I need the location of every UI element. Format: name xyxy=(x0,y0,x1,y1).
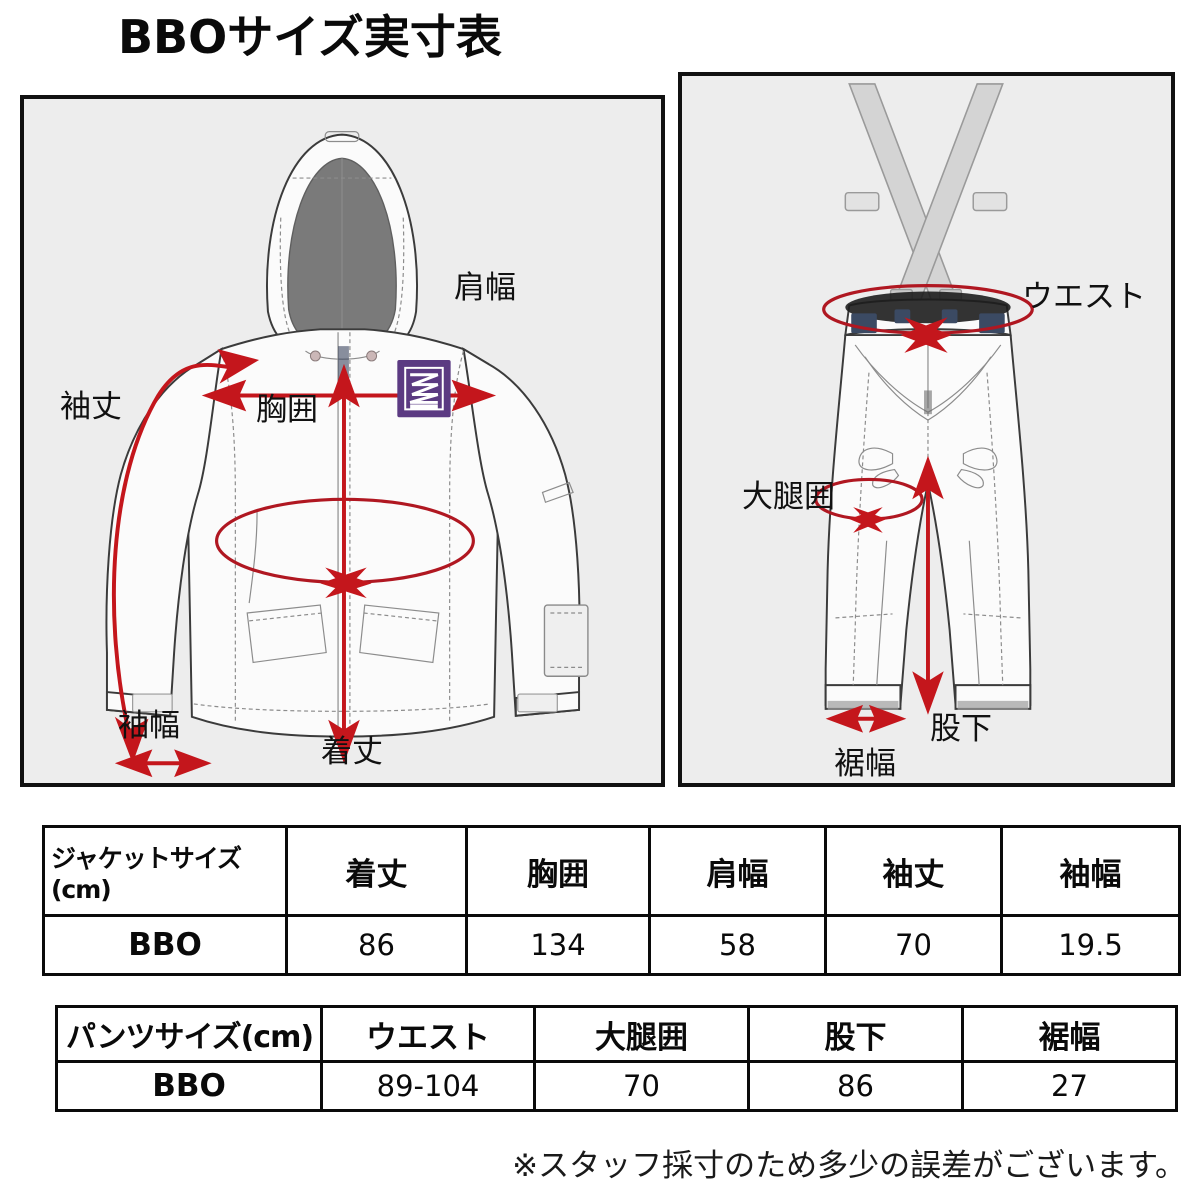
jacket-size-table: ジャケットサイズ(cm) 着丈 胸囲 肩幅 袖丈 袖幅 BBO 86 134 5… xyxy=(42,825,1181,976)
pants-header-size: パンツサイズ(cm) xyxy=(55,1005,323,1063)
label-thigh: 大腿囲 xyxy=(742,479,835,515)
label-sleeve-length: 袖丈 xyxy=(60,389,122,425)
sleeve-width-arrow xyxy=(114,749,212,778)
table-row: BBO 86 134 58 70 19.5 xyxy=(42,914,1181,976)
measurement-disclaimer: ※スタッフ採寸のため多少の誤差がございます。 xyxy=(512,1148,1186,1184)
jacket-header-sleeve-length: 袖丈 xyxy=(824,825,1003,917)
body-length-arrow xyxy=(328,363,360,764)
jacket-header-body-length: 着丈 xyxy=(285,825,468,917)
label-hem-width: 裾幅 xyxy=(834,746,896,782)
inseam-arrow xyxy=(912,455,944,715)
jacket-value-shoulder: 58 xyxy=(648,914,827,976)
jacket-value-sleeve-width: 19.5 xyxy=(1000,914,1181,976)
jacket-value-body-length: 86 xyxy=(285,914,468,976)
hem-width-arrow xyxy=(825,704,907,733)
jacket-header-size: ジャケットサイズ(cm) xyxy=(42,825,288,917)
label-sleeve-width: 袖幅 xyxy=(118,708,180,744)
pants-header-thigh: 大腿囲 xyxy=(533,1005,750,1063)
pants-value-hem-width: 27 xyxy=(961,1060,1178,1112)
label-chest: 胸囲 xyxy=(256,392,318,428)
pants-body xyxy=(824,291,1032,710)
pants-row-size: BBO xyxy=(55,1060,323,1112)
pants-header-inseam: 股下 xyxy=(747,1005,964,1063)
thigh-circumference-ellipse xyxy=(814,477,924,533)
label-inseam: 股下 xyxy=(930,711,992,747)
label-body-length: 着丈 xyxy=(321,734,383,770)
jacket-diagram-svg: x xyxy=(105,131,589,778)
pants-table-header-row: パンツサイズ(cm) ウエスト 大腿囲 股下 裾幅 xyxy=(55,1005,1178,1063)
table-row: BBO 89-104 70 86 27 xyxy=(55,1060,1178,1112)
jacket-table-header-row: ジャケットサイズ(cm) 着丈 胸囲 肩幅 袖丈 袖幅 xyxy=(42,825,1181,917)
jacket-header-chest: 胸囲 xyxy=(465,825,651,917)
pants-header-waist: ウエスト xyxy=(320,1005,536,1063)
pants-value-thigh: 70 xyxy=(533,1060,750,1112)
brand-logo-patch xyxy=(397,359,451,418)
jacket-diagram-panel: x 肩幅 袖丈 胸囲 袖幅 着丈 xyxy=(20,95,665,787)
jacket-value-sleeve-length: 70 xyxy=(824,914,1003,976)
label-waist: ウエスト xyxy=(1022,279,1146,315)
pants-size-table: パンツサイズ(cm) ウエスト 大腿囲 股下 裾幅 BBO 89-104 70 … xyxy=(55,1005,1178,1112)
jacket-hood xyxy=(266,131,418,353)
jacket-header-shoulder: 肩幅 xyxy=(648,825,827,917)
label-shoulder-width: 肩幅 xyxy=(454,270,516,306)
jacket-header-sleeve-width: 袖幅 xyxy=(1000,825,1181,917)
pants-value-inseam: 86 xyxy=(747,1060,964,1112)
pants-diagram-panel: ウエスト 大腿囲 股下 裾幅 xyxy=(678,72,1175,787)
jacket-row-size: BBO xyxy=(42,914,288,976)
pants-diagram-svg xyxy=(814,83,1034,733)
pants-value-waist: 89-104 xyxy=(320,1060,536,1112)
pants-suspenders xyxy=(844,83,1008,313)
sleeve-length-arrow xyxy=(111,349,260,764)
page-title: BBOサイズ実寸表 xyxy=(118,10,502,64)
pants-header-hem-width: 裾幅 xyxy=(961,1005,1178,1063)
waist-circumference-ellipse xyxy=(822,284,1034,353)
jacket-value-chest: 134 xyxy=(465,914,651,976)
